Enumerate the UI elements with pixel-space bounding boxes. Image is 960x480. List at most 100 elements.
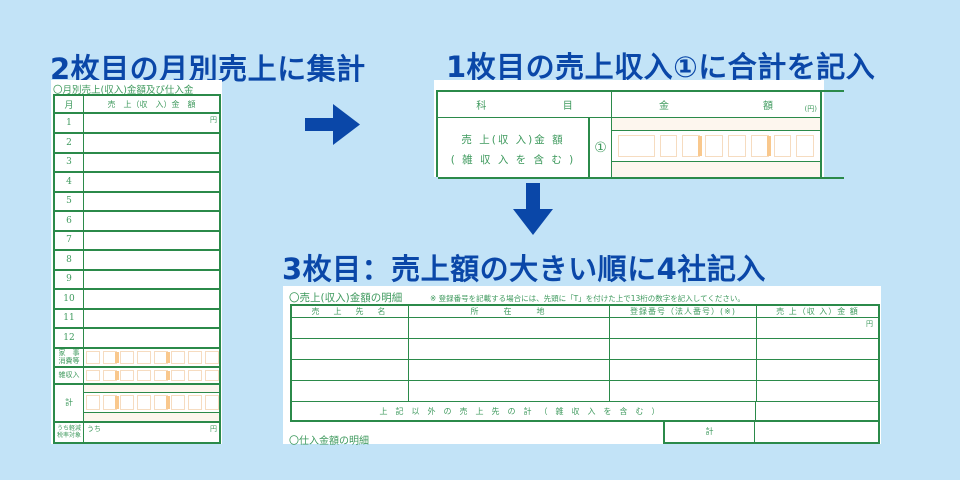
- customer-name-field[interactable]: [292, 339, 409, 359]
- row-number-1: ①: [590, 118, 612, 177]
- address-field[interactable]: [409, 360, 610, 380]
- month-row: 10: [55, 290, 219, 310]
- address-field[interactable]: [409, 339, 610, 359]
- month-row: 5: [55, 192, 219, 212]
- registration-number-header: 登録番号（法人番号）(※): [610, 306, 757, 317]
- customer-name-field[interactable]: [292, 381, 409, 401]
- yen-unit: (円): [804, 105, 817, 113]
- amount-header: 売 上（収 入）金 額: [107, 99, 196, 109]
- sales-amount-field[interactable]: [757, 339, 878, 359]
- month-amount-field[interactable]: [84, 134, 219, 152]
- other-total-amount-field[interactable]: [757, 402, 878, 420]
- arrow-right-icon: [305, 104, 360, 145]
- subject-header: 科 目: [438, 92, 612, 118]
- month-label: 12: [55, 329, 84, 347]
- month-amount-field[interactable]: [84, 290, 219, 308]
- month-amount-field[interactable]: [84, 154, 219, 172]
- month-label: 11: [55, 309, 84, 327]
- sales-income-label: 売 上(収 入)金 額 ( 雑 収 入 を 含 む ): [438, 118, 590, 177]
- monthly-header-row: 月 売 上（収 入）金 額: [55, 96, 219, 114]
- month-header: 月: [55, 96, 84, 112]
- registration-note: ※ 登録番号を記載する場合には、先頭に「T」を付けた上で13桁の数字を記入してく…: [430, 294, 745, 303]
- total-amount-field[interactable]: [84, 384, 219, 421]
- sales-amount-field[interactable]: [757, 360, 878, 380]
- reduced-rate-row: うち軽減 税率対象 うち 円: [55, 422, 219, 443]
- income-table: 科 目 金 額 (円) 売 上(収 入)金 額 ( 雑 収 入 を 含 む ) …: [436, 90, 844, 179]
- sales-amount-field[interactable]: [757, 381, 878, 401]
- misc-income-label: 雑収入: [55, 367, 84, 383]
- month-amount-field[interactable]: [84, 271, 219, 289]
- month-row: 8: [55, 251, 219, 271]
- customer-table: 売 上 先 名 所 在 地 登録番号（法人番号）(※) 売 上（収 入）金 額 …: [290, 304, 880, 422]
- month-amount-field[interactable]: [84, 173, 219, 191]
- month-row: 2: [55, 134, 219, 154]
- sales-income-label-line2: ( 雑 収 入 を 含 む ): [450, 154, 576, 166]
- month-amount-field[interactable]: [84, 232, 219, 250]
- misc-income-row: 雑収入: [55, 367, 219, 385]
- customer-header-row: 売 上 先 名 所 在 地 登録番号（法人番号）(※) 売 上（収 入）金 額: [292, 306, 878, 318]
- month-label: 3: [55, 153, 84, 171]
- month-amount-field[interactable]: 円: [84, 114, 219, 132]
- next-row-edge: [438, 177, 844, 181]
- household-label: 家 事 消費等: [55, 348, 84, 366]
- sales-amount-header: 売 上（収 入）金 額: [776, 307, 859, 316]
- reduced-rate-prefix: うち: [87, 424, 101, 433]
- sales-income-amount-field[interactable]: [612, 118, 822, 177]
- other-total-row: 上記以外の売上先の計（雑収入を含む）: [292, 402, 878, 420]
- registration-number-field[interactable]: [610, 360, 757, 380]
- month-amount-field[interactable]: [84, 212, 219, 230]
- month-label: 10: [55, 290, 84, 308]
- customer-row: 円: [292, 318, 878, 339]
- address-field[interactable]: [409, 381, 610, 401]
- customer-name-field[interactable]: [292, 360, 409, 380]
- step-3-heading: 3枚目：売上額の大きい順に4社記入: [282, 252, 766, 286]
- sales-income-label-line1: 売 上(収 入)金 額: [461, 134, 565, 146]
- month-row: 3: [55, 153, 219, 173]
- customer-row: [292, 381, 878, 402]
- customer-name-header: 売 上 先 名: [292, 306, 409, 317]
- arrow-down-icon: [513, 183, 553, 235]
- month-amount-field[interactable]: [84, 329, 219, 347]
- household-row: 家 事 消費等: [55, 348, 219, 368]
- misc-income-amount-field[interactable]: [84, 368, 219, 383]
- month-amount-field[interactable]: [84, 310, 219, 328]
- household-amount-field[interactable]: [84, 349, 219, 366]
- registration-number-field[interactable]: [610, 381, 757, 401]
- reduced-rate-label: うち軽減 税率対象: [55, 422, 84, 442]
- step-2-heading: 1枚目の売上収入①に合計を記入: [446, 50, 876, 84]
- other-total-label: 上記以外の売上先の計（雑収入を含む）: [292, 402, 756, 420]
- yen-unit: 円: [210, 424, 217, 433]
- customer-name-field[interactable]: [292, 318, 409, 338]
- month-row: 6: [55, 212, 219, 232]
- month-label: 2: [55, 134, 84, 152]
- month-row: 9: [55, 270, 219, 290]
- month-label: 9: [55, 270, 84, 288]
- month-label: 8: [55, 251, 84, 269]
- month-row: 12: [55, 329, 219, 349]
- month-label: 4: [55, 173, 84, 191]
- month-amount-field[interactable]: [84, 193, 219, 211]
- month-row: 11: [55, 309, 219, 329]
- address-field[interactable]: [409, 318, 610, 338]
- address-header: 所 在 地: [409, 306, 610, 317]
- month-label: 6: [55, 212, 84, 230]
- reduced-rate-amount-field[interactable]: うち 円: [84, 423, 219, 443]
- grand-total-row: 計: [663, 420, 880, 444]
- sales-amount-field[interactable]: 円: [757, 318, 878, 338]
- total-label: 計: [55, 384, 84, 421]
- customer-form-title: 〇売上(収入)金額の明細: [289, 292, 403, 304]
- amount-header-char: 額: [763, 101, 773, 112]
- grand-total-amount-field[interactable]: [755, 420, 878, 442]
- registration-number-field[interactable]: [610, 339, 757, 359]
- grand-total-label: 計: [665, 420, 755, 442]
- registration-number-field[interactable]: [610, 318, 757, 338]
- month-amount-field[interactable]: [84, 251, 219, 269]
- month-row: 4: [55, 173, 219, 193]
- income-summary-form: 科 目 金 額 (円) 売 上(収 入)金 額 ( 雑 収 入 を 含 む ) …: [434, 80, 844, 179]
- subject-header-char: 目: [562, 101, 573, 112]
- total-row: 計: [55, 384, 219, 423]
- month-label: 7: [55, 231, 84, 249]
